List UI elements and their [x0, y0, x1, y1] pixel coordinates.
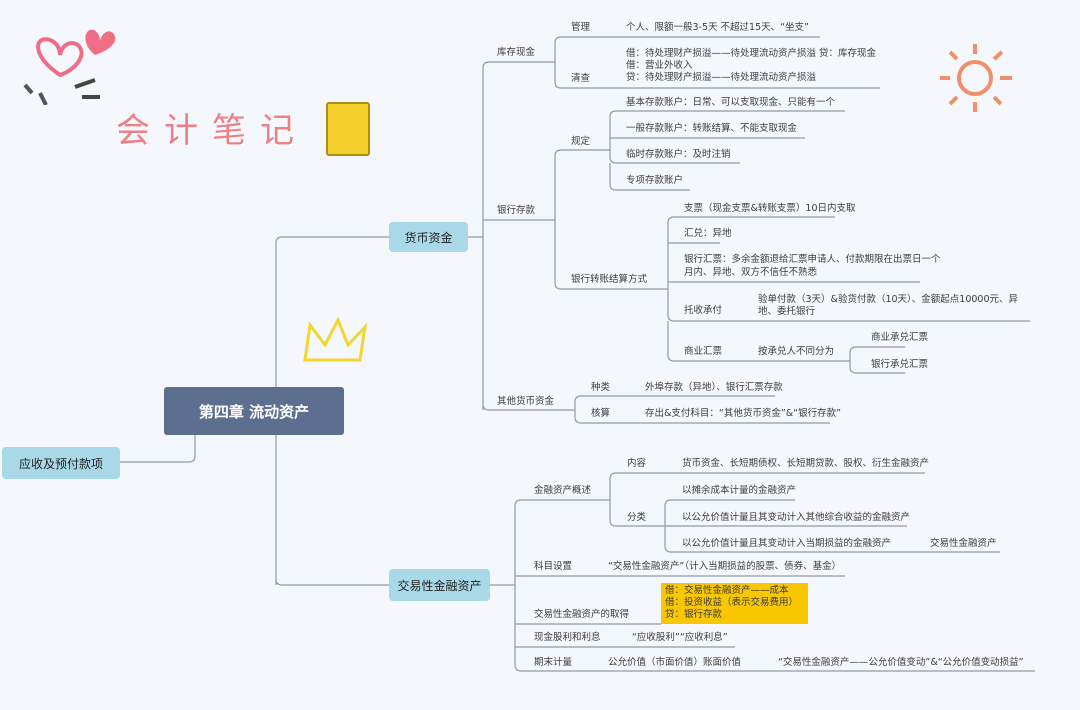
central-topic[interactable]: 第四章 流动资产 [164, 387, 344, 435]
leaf[interactable]: 支票（现金支票&转账支票）10日内支取 [684, 203, 856, 214]
leaf[interactable]: 借：营业外收入 [626, 60, 693, 71]
topic-dividend[interactable]: 现金股利和利息 [534, 632, 601, 643]
leaf[interactable]: “应收股利”“应收利息” [632, 632, 728, 643]
leaf[interactable]: 银行承兑汇票 [871, 359, 929, 370]
leaf[interactable]: 贷：待处理财产损溢——待处理流动资产损溢 [626, 72, 817, 83]
leaf[interactable]: “交易性金融资产”（计入当期损益的股票、债券、基金） [608, 561, 842, 572]
topic-check[interactable]: 清查 [571, 73, 591, 84]
leaf[interactable]: 地、委托银行 [758, 306, 816, 317]
leaf[interactable]: 验单付款（3天）&验货付款（10天）、金额起点10000元、异 [758, 294, 1019, 305]
topic-overview[interactable]: 金融资产概述 [534, 485, 592, 496]
leaf[interactable]: 以公允价值计量且其变动计入其他综合收益的金融资产 [682, 512, 911, 523]
topic-other-funds[interactable]: 其他货币资金 [497, 396, 555, 407]
topic-settlement[interactable]: 银行转账结算方式 [571, 274, 648, 285]
topic-bank[interactable]: 银行存款 [497, 205, 536, 216]
leaf[interactable]: 借：投资收益（表示交易费用） [665, 597, 799, 608]
leaf[interactable]: 交易性金融资产 [930, 538, 997, 549]
leaf[interactable]: 商业汇票 [684, 346, 723, 357]
leaf[interactable]: 货币资金、长短期债权、长短期贷款、股权、衍生金融资产 [682, 458, 930, 469]
leaf[interactable]: 一般存款账户：转账结算、不能支取现金 [626, 123, 798, 134]
leaf[interactable]: 个人、限额一般3-5天 不超过15天、“坐支” [626, 22, 809, 33]
hearts-icon [23, 29, 116, 105]
crown-icon [303, 316, 368, 362]
leaf[interactable]: 银行汇票：多余金额退给汇票申请人、付款期限在出票日一个 [684, 254, 941, 265]
leaf[interactable]: 月内、异地、双方不信任不熟悉 [684, 267, 818, 278]
leaf[interactable]: 借：交易性金融资产——成本 [665, 585, 789, 596]
topic-cash[interactable]: 库存现金 [497, 47, 536, 58]
leaf[interactable]: 商业承兑汇票 [871, 332, 929, 343]
leaf[interactable]: 专项存款账户 [626, 175, 684, 186]
topic-subject[interactable]: 科目设置 [534, 561, 573, 572]
notebook-icon [326, 102, 370, 156]
leaf[interactable]: 基本存款账户：日常、可以支取现金、只能有一个 [626, 97, 836, 108]
leaf[interactable]: 外埠存款（异地）、银行汇票存款 [645, 382, 783, 393]
sun-icon [940, 44, 1012, 112]
topic-classification[interactable]: 分类 [627, 512, 647, 523]
leaf[interactable]: 托收承付 [684, 305, 723, 316]
topic-accounting[interactable]: 核算 [591, 408, 611, 419]
leaf[interactable]: 临时存款账户：及时注销 [626, 149, 731, 160]
node-trading-assets[interactable]: 交易性金融资产 [389, 569, 490, 601]
notebook-title: 会计笔记 [116, 111, 308, 151]
leaf[interactable]: 按承兑人不同分为 [758, 346, 835, 357]
topic-acquire[interactable]: 交易性金融资产的取得 [534, 609, 630, 620]
topic-kind[interactable]: 种类 [591, 382, 611, 393]
highlight-box [661, 583, 808, 624]
leaf[interactable]: 借：待处理财产损溢——待处理流动资产损溢 贷：库存现金 [626, 48, 877, 59]
topic-period-end[interactable]: 期末计量 [534, 657, 573, 668]
leaf[interactable]: 以公允价值计量且其变动计入当期损益的金融资产 [682, 538, 892, 549]
leaf[interactable]: 贷：银行存款 [665, 609, 723, 620]
topic-rules[interactable]: 规定 [571, 136, 591, 147]
leaf[interactable]: 以摊余成本计量的金融资产 [682, 485, 797, 496]
node-money-funds[interactable]: 货币资金 [389, 222, 468, 252]
topic-manage[interactable]: 管理 [571, 22, 591, 33]
leaf[interactable]: 汇兑：异地 [684, 228, 732, 239]
node-receivables[interactable]: 应收及预付款项 [2, 447, 120, 479]
leaf[interactable]: 公允价值（市面价值）账面价值 [608, 657, 742, 668]
leaf[interactable]: “交易性金融资产——公允价值变动”&“公允价值变动损益” [778, 657, 1024, 668]
topic-content[interactable]: 内容 [627, 458, 647, 469]
leaf[interactable]: 存出&支付科目：“其他货币资金”&“银行存款” [645, 408, 842, 419]
